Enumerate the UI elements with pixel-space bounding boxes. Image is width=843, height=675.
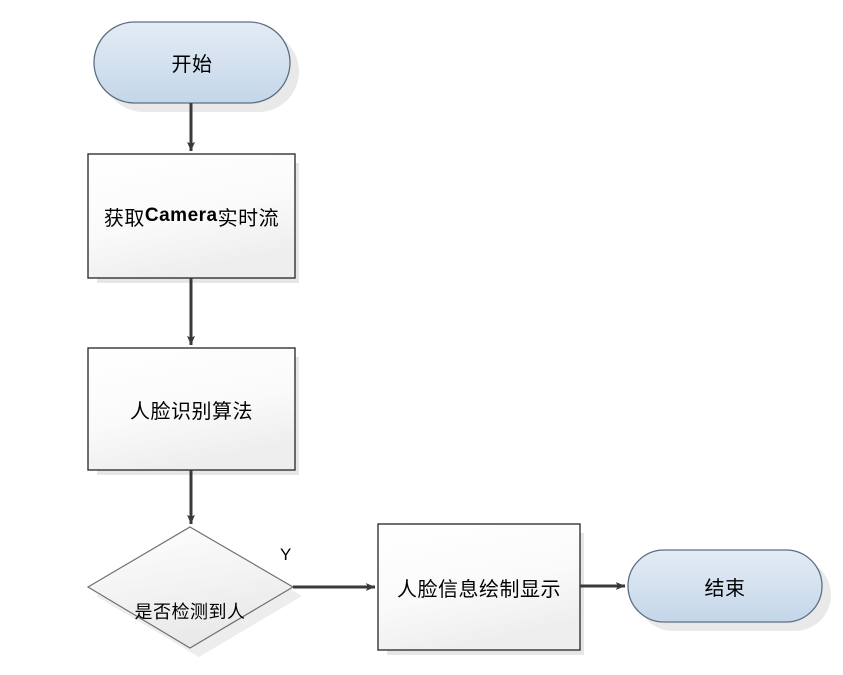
edges <box>187 103 626 591</box>
node-algorithm[interactable] <box>87 347 296 471</box>
node-display[interactable] <box>377 523 581 651</box>
node-decision[interactable] <box>86 526 295 649</box>
node-start[interactable] <box>93 21 291 104</box>
node-end[interactable] <box>627 549 823 623</box>
node-capture[interactable] <box>87 153 296 279</box>
